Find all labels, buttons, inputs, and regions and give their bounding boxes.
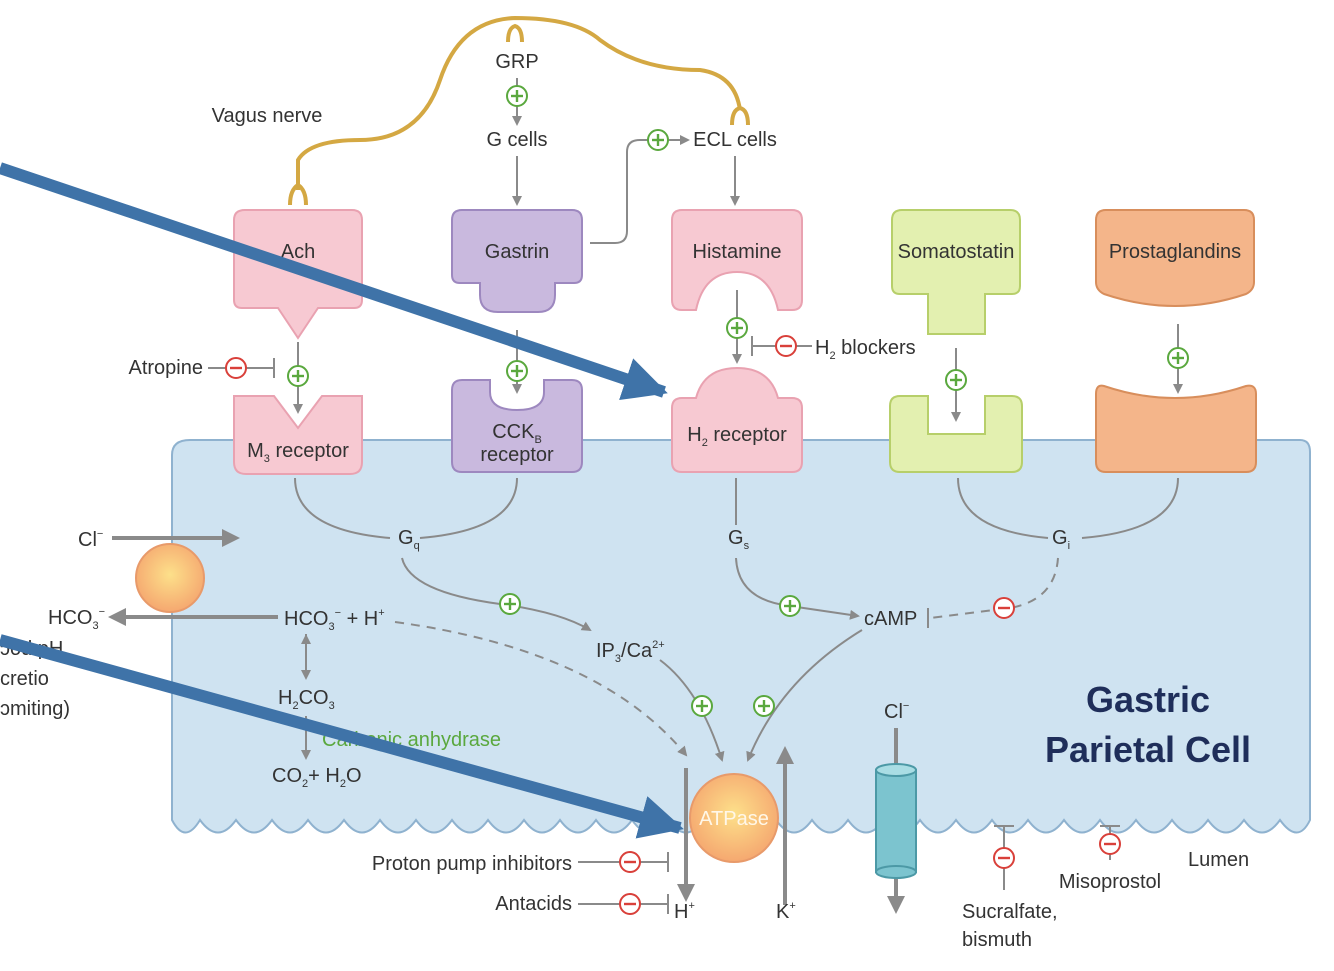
antacids-label: Antacids [495, 893, 572, 915]
cell-title-line2: Parietal Cell [1045, 729, 1251, 770]
plus-icon-4 [726, 317, 748, 339]
cut-text-3: ɔmiting) [0, 698, 70, 720]
atropine-label: Atropine [129, 357, 204, 379]
h2co3-label: H2CO3 [278, 687, 335, 712]
histamine-label: Histamine [693, 241, 782, 263]
minus-icon-6 [1099, 833, 1121, 855]
plus-icon-3 [506, 360, 528, 382]
ppi-label: Proton pump inhibitors [372, 853, 572, 875]
prostaglandins-label: Prostaglandins [1109, 241, 1241, 263]
cl-channel [875, 763, 917, 879]
vagus-nerve-label: Vagus nerve [212, 105, 323, 127]
co2-h2o-label: CO2+ H2O [272, 765, 362, 790]
vagus-nerve-fibres [288, 15, 750, 206]
gs-label: Gs [728, 527, 750, 552]
k-plus-label: K+ [776, 900, 796, 923]
misoprostol-label: Misoprostol [1059, 871, 1161, 893]
camp-label: cAMP [864, 608, 917, 630]
regulation-symbols [225, 85, 1189, 915]
h-plus-label: H+ [674, 900, 695, 923]
atpase-label: ATPase [699, 808, 769, 830]
h2-receptor [671, 366, 803, 473]
hco3-h-label: HCO3− + H+ [284, 607, 385, 633]
cl-right-label: Cl− [884, 700, 909, 723]
minus-icon-4 [619, 893, 641, 915]
plus-icon-1 [647, 129, 669, 151]
cl-left-label: Cl− [78, 528, 103, 551]
g-cells-label: G cells [486, 129, 547, 151]
plus-icon-5 [945, 369, 967, 391]
plus-icon-0 [506, 85, 528, 107]
hco3-left-label: HCO3− [48, 606, 105, 632]
proton-pump-arrows [677, 746, 794, 905]
pointer-arrows [0, 162, 684, 839]
prostaglandins-ligand [1095, 209, 1255, 307]
minus-icon-2 [993, 597, 1015, 619]
minus-icon-3 [619, 851, 641, 873]
cut-text-2: cretio [0, 668, 49, 690]
ecl-cells-label: ECL cells [693, 129, 777, 151]
somatostatin-label: Somatostatin [898, 241, 1015, 263]
plus-icon-8 [779, 595, 801, 617]
prostaglandin-receptor [1095, 384, 1257, 473]
cell-title-line1: Gastric [1086, 679, 1210, 720]
somatostatin-ligand [891, 209, 1021, 335]
plus-icon-10 [753, 695, 775, 717]
lumen-label: Lumen [1188, 849, 1249, 871]
plus-icon-7 [499, 593, 521, 615]
m3-receptor-label: M3 receptor [247, 440, 349, 465]
gi-label: Gi [1052, 527, 1070, 552]
cckb-receptor-label-line2: receptor [480, 444, 554, 466]
sucralfate-label-1: Sucralfate, [962, 901, 1058, 923]
gq-label: Gq [398, 527, 420, 552]
gastrin-ligand [451, 209, 583, 313]
minus-icon-0 [225, 357, 247, 379]
minus-icon-1 [775, 335, 797, 357]
ach-label: Ach [281, 241, 315, 263]
g-protein-curves [294, 477, 1179, 539]
atpase-pump [689, 773, 779, 863]
cckb-receptor-label: CCKB [492, 421, 542, 446]
ip3-ca-label: IP3/Ca2+ [596, 639, 665, 665]
grp-label: GRP [495, 51, 538, 73]
plus-icon-9 [691, 695, 713, 717]
sucralfate-label-2: bismuth [962, 929, 1032, 951]
anion-exchanger [135, 543, 205, 613]
histamine-ligand [671, 209, 803, 311]
minus-icon-5 [993, 847, 1015, 869]
somatostatin-receptor [889, 395, 1023, 473]
plus-icon-2 [287, 365, 309, 387]
cckb-receptor [451, 379, 583, 473]
plus-icon-6 [1167, 347, 1189, 369]
exchanger-arrows [108, 529, 278, 626]
gastrin-label: Gastrin [485, 241, 549, 263]
h2-blockers-label: H2 blockers [815, 337, 916, 362]
m3-receptor [233, 395, 363, 475]
h2-receptor-label: H2 receptor [687, 424, 787, 449]
